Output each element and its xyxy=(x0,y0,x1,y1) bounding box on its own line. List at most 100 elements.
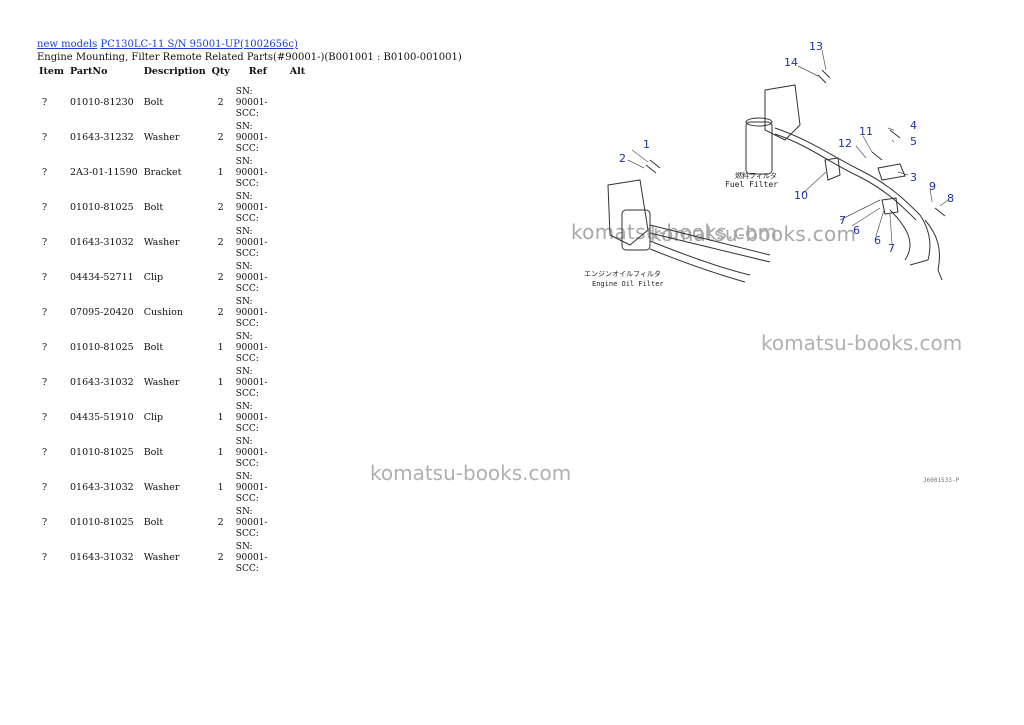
cell-ref: SN: 90001-SCC: xyxy=(235,542,268,574)
cell-ref: SN: 90001-SCC: xyxy=(235,332,268,364)
cell-description: Bolt xyxy=(143,447,164,458)
oil-filter-body xyxy=(621,209,651,251)
callout-3: 3 xyxy=(910,171,917,184)
fuel-filter-label-jp: 燃料フィルタ xyxy=(735,171,777,180)
cell-alt xyxy=(287,330,313,365)
col-partno: PartNo xyxy=(70,66,108,77)
fuel-filter-label-en: Fuel Filter xyxy=(725,180,778,189)
cell-ref: SN: 90001-SCC: xyxy=(235,437,268,469)
bolt-13 xyxy=(817,69,831,84)
cell-alt xyxy=(287,260,313,295)
callout-12: 12 xyxy=(838,137,852,150)
cell-description: Clip xyxy=(143,272,164,283)
cell-partno: 01010-81230 xyxy=(70,97,134,108)
cell-item: ? xyxy=(42,132,48,143)
cell-alt xyxy=(287,470,313,505)
cell-qty: 2 xyxy=(217,272,224,283)
cell-partno: 01643-31032 xyxy=(70,377,134,388)
parts-table: Item PartNo Description Qty Ref Alt ? 010… xyxy=(36,64,313,575)
callout-5: 5 xyxy=(910,135,917,148)
breadcrumb: new models PC130LC-11 S/N 95001-UP(10026… xyxy=(37,39,298,50)
watermark: komatsu-books.com xyxy=(761,331,963,355)
cell-alt xyxy=(287,295,313,330)
cell-qty: 2 xyxy=(217,552,224,563)
cell-item: ? xyxy=(42,272,48,283)
cell-description: Washer xyxy=(143,237,180,248)
cell-ref: SN: 90001-SCC: xyxy=(235,157,268,189)
cell-qty: 2 xyxy=(217,202,224,213)
fuel-filter-body xyxy=(745,121,773,175)
callout-4: 4 xyxy=(910,119,917,132)
callout-6b: 6 xyxy=(874,234,881,247)
cell-ref: SN: 90001-SCC: xyxy=(235,367,268,399)
cell-item: ? xyxy=(42,377,48,388)
cell-item: ? xyxy=(42,447,48,458)
parts-diagram: 13 14 1 2 11 4 12 5 3 9 8 10 7 6 6 7 燃料フ… xyxy=(584,40,960,484)
oil-filter-label-jp: エンジンオイルフィルタ xyxy=(584,269,661,278)
cell-description: Washer xyxy=(143,377,180,388)
page-title: Engine Mounting, Filter Remote Related P… xyxy=(37,52,462,63)
cell-partno: 01010-81025 xyxy=(70,342,134,353)
oil-hose-3 xyxy=(649,240,751,276)
cell-qty: 2 xyxy=(217,132,224,143)
cell-qty: 2 xyxy=(217,517,224,528)
callout-11: 11 xyxy=(859,125,873,138)
parts-table-header: Item PartNo Description Qty Ref Alt xyxy=(36,64,313,85)
cell-qty: 1 xyxy=(217,377,224,388)
callout-6: 6 xyxy=(853,224,860,237)
fuel-hose-2 xyxy=(774,133,917,221)
clip-6 xyxy=(881,197,899,215)
clamp-10 xyxy=(824,157,841,181)
col-alt: Alt xyxy=(289,66,306,77)
breadcrumb-link-new-models[interactable]: new models xyxy=(37,39,98,50)
cell-ref: SN: 90001-SCC: xyxy=(235,192,268,224)
cell-item: ? xyxy=(42,482,48,493)
fuel-filter-bracket xyxy=(764,84,801,141)
cell-alt xyxy=(287,190,313,225)
bolt-8 xyxy=(934,207,946,217)
cell-item: ? xyxy=(42,342,48,353)
cell-item: ? xyxy=(42,97,48,108)
clamp-3 xyxy=(877,163,906,181)
callout-13: 13 xyxy=(809,40,823,53)
col-description: Description xyxy=(143,66,206,77)
cell-description: Bolt xyxy=(143,517,164,528)
cell-partno: 07095-20420 xyxy=(70,307,134,318)
callout-7b: 7 xyxy=(888,242,895,255)
cell-ref: SN: 90001-SCC: xyxy=(235,402,268,434)
cell-alt xyxy=(287,365,313,400)
cell-description: Clip xyxy=(143,412,164,423)
cell-qty: 2 xyxy=(217,97,224,108)
cell-item: ? xyxy=(42,307,48,318)
cell-partno: 01643-31032 xyxy=(70,237,134,248)
callout-14: 14 xyxy=(784,56,798,69)
fuel-filter-top xyxy=(745,117,773,127)
watermark: komatsu-books.com xyxy=(571,220,778,244)
breadcrumb-link-model[interactable]: PC130LC-11 S/N 95001-UP(1002656c) xyxy=(100,39,298,50)
cell-ref: SN: 90001-SCC: xyxy=(235,122,268,154)
cell-item: ? xyxy=(42,237,48,248)
cell-qty: 1 xyxy=(217,482,224,493)
cell-partno: 01643-31232 xyxy=(70,132,134,143)
cell-alt xyxy=(287,435,313,470)
cell-partno: 01010-81025 xyxy=(70,202,134,213)
cell-qty: 1 xyxy=(217,447,224,458)
bolt-4 xyxy=(889,129,901,139)
cell-alt xyxy=(287,225,313,260)
cell-item: ? xyxy=(42,202,48,213)
oil-hose-2 xyxy=(649,232,771,263)
callout-2: 2 xyxy=(619,152,626,165)
cell-alt xyxy=(287,120,313,155)
cell-item: ? xyxy=(42,167,48,178)
callout-10: 10 xyxy=(794,189,808,202)
cell-ref: SN: 90001-SCC: xyxy=(235,472,268,504)
cell-ref: SN: 90001-SCC: xyxy=(235,297,268,329)
